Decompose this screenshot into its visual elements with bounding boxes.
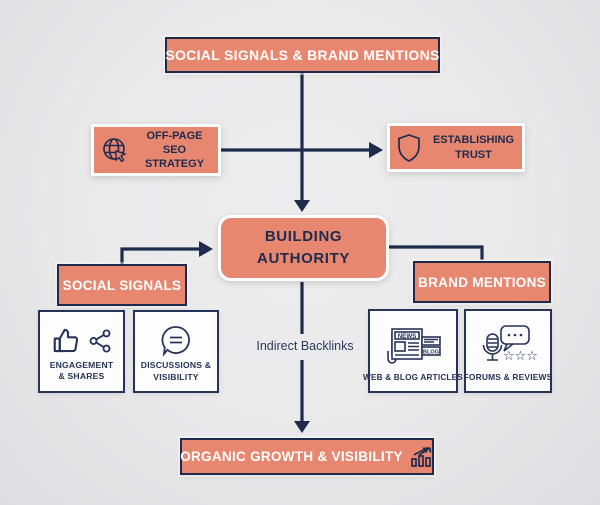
edge-label-indirect-backlinks: Indirect Backlinks	[256, 339, 354, 353]
node-building-authority: BUILDING AUTHORITY	[218, 215, 389, 281]
node-label: OFF-PAGE SEO STRATEGY	[144, 129, 205, 171]
card-discussions-visibility: DISCUSSIONS & VISIBILITY	[133, 310, 219, 393]
node-label: SOCIAL SIGNALS & BRAND MENTIONS	[165, 47, 440, 63]
share-icon	[87, 328, 113, 354]
edge-authority-to-brand	[389, 245, 484, 260]
node-social-signals: SOCIAL SIGNALS	[57, 264, 187, 306]
node-brand-mentions: BRAND MENTIONS	[413, 261, 551, 303]
shield-icon	[396, 133, 422, 163]
arrowhead-right-authority	[199, 241, 213, 257]
chat-bubble-icon	[157, 322, 195, 360]
node-label: BUILDING AUTHORITY	[257, 228, 350, 267]
node-establishing-trust: ESTABLISHING TRUST	[387, 123, 525, 172]
growth-chart-icon	[410, 446, 434, 468]
card-label: ENGAGEMENT & SHARES	[49, 359, 114, 382]
microphone-reviews-icon: ☆☆☆	[479, 324, 537, 368]
node-social-signals-brand-mentions: SOCIAL SIGNALS & BRAND MENTIONS	[165, 37, 440, 73]
newspaper-blog-text: BLOG	[423, 350, 439, 356]
arrowhead-right-trust	[369, 142, 383, 158]
node-label: ORGANIC GROWTH & VISIBILITY	[180, 449, 403, 464]
node-label: SOCIAL SIGNALS	[62, 277, 182, 293]
thumbs-up-icon	[51, 326, 81, 356]
node-organic-growth-visibility: ORGANIC GROWTH & VISIBILITY	[180, 438, 434, 475]
card-label: WEB & BLOG ARTICLES	[363, 372, 463, 382]
card-web-blog-articles: NEWS BLOG WEB & BLOG ARTICLES	[363, 309, 463, 393]
edge-social-to-authority	[120, 247, 200, 264]
newspaper-icon: NEWS BLOG	[382, 325, 444, 367]
globe-cursor-icon	[100, 135, 130, 165]
card-label: FORUMS & REVIEWS	[463, 371, 553, 382]
newspaper-news-text: NEWS	[398, 333, 417, 340]
node-offpage-seo-strategy: OFF-PAGE SEO STRATEGY	[91, 124, 221, 176]
arrowhead-down-authority	[294, 200, 310, 212]
card-engagement-shares: ENGAGEMENT & SHARES	[38, 310, 125, 393]
card-forums-reviews: ☆☆☆ FORUMS & REVIEWS	[464, 309, 552, 393]
node-label: BRAND MENTIONS	[418, 274, 546, 290]
card-label: DISCUSSIONS & VISIBILITY	[140, 360, 212, 382]
stars-icon: ☆☆☆	[503, 349, 537, 364]
node-label: ESTABLISHING TRUST	[432, 134, 515, 161]
arrowhead-down-organic	[294, 421, 310, 433]
